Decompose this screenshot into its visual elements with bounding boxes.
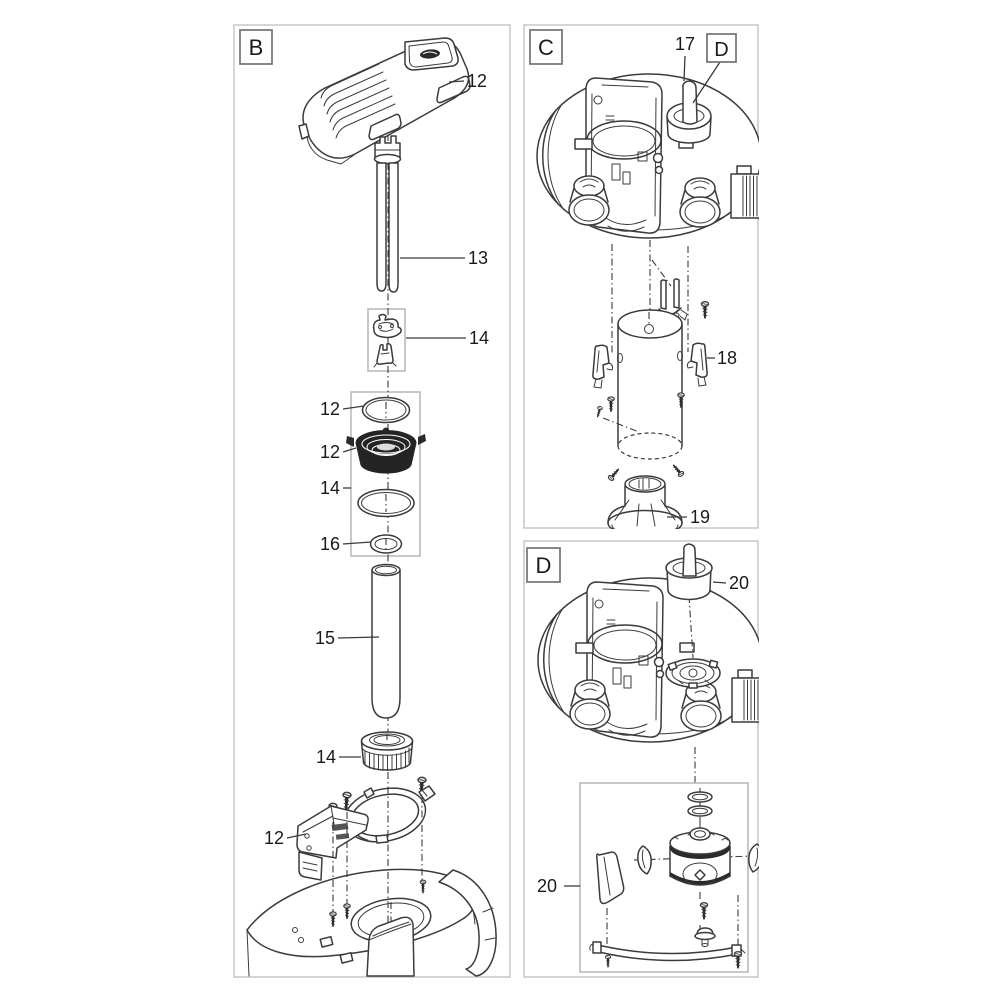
bayonet-ring-drawing xyxy=(346,427,426,474)
seal-rings-small xyxy=(687,791,713,817)
clamp-lug-right xyxy=(418,785,436,802)
callout-uv-lamp: 13 xyxy=(468,248,488,268)
rotor-knob-on-lid xyxy=(666,80,712,144)
retaining-clip-right xyxy=(686,342,708,387)
screw-axis-diagonal xyxy=(602,417,640,433)
callout-bayonet-ring: 12 xyxy=(320,442,340,462)
panel-d-label: D xyxy=(536,553,552,578)
rotor-seat-drawing xyxy=(665,658,721,689)
panel-c-callouts: 17 18 19 D xyxy=(667,33,737,527)
callout-large-o-ring: 14 xyxy=(320,478,340,498)
callout-rotary-knob: 20 xyxy=(729,573,749,593)
knob-axis-line xyxy=(688,595,694,659)
callout-handle-position: 17 xyxy=(675,34,695,54)
panel-b-label: B xyxy=(249,35,264,60)
panel-b-border xyxy=(233,24,511,978)
screw-axis-lines xyxy=(332,796,423,928)
callout-profile-seal: 16 xyxy=(320,534,340,554)
panel-c-label-box xyxy=(529,29,563,65)
uvc-cover-drawing xyxy=(298,37,471,165)
brand-logo-badge xyxy=(420,49,440,59)
rotary-knob-drawing xyxy=(665,543,713,601)
callout-union-nut: 14 xyxy=(316,747,336,767)
union-nut-drawing xyxy=(360,731,414,771)
retaining-clip-left xyxy=(592,344,614,389)
grommet-drawing xyxy=(694,927,716,947)
callout-quartz-tube: 15 xyxy=(315,628,335,648)
panel-d-drawing: 20 20 D xyxy=(523,540,759,978)
panel-d-label-box xyxy=(526,547,561,583)
outlet-spout-drawing xyxy=(366,916,415,977)
small-o-ring-drawing xyxy=(361,396,411,424)
callout-mounting-bracket: 12 xyxy=(264,828,284,848)
panel-b: 12 13 14 12 12 14 16 15 14 12 B xyxy=(233,24,511,978)
panel-c: 17 18 19 D C xyxy=(523,24,759,529)
cleaning-rotor-drawing xyxy=(637,819,759,886)
lamp-holder-clips-drawing xyxy=(372,313,402,368)
carry-handle-drawing xyxy=(438,869,497,977)
panel-b-callouts: 12 13 14 12 12 14 16 15 14 12 xyxy=(264,71,489,848)
filter-head-drawing xyxy=(246,868,476,977)
callout-flow-guide: 19 xyxy=(690,507,710,527)
quartz-tube-drawing xyxy=(371,563,401,719)
panel-c-drawing: 17 18 19 D C xyxy=(523,24,759,529)
callout-lamp-holder-clip: 14 xyxy=(469,328,489,348)
callout-cleaning-assembly: 20 xyxy=(537,876,557,896)
callout-retaining-clip: 18 xyxy=(717,348,737,368)
panel-d: 20 20 D xyxy=(523,540,759,978)
flow-guide-drawing xyxy=(607,475,683,529)
callout-small-o-ring: 12 xyxy=(320,399,340,419)
panel-b-drawing: 12 13 14 12 12 14 16 15 14 12 B xyxy=(233,24,511,978)
detail-ref-box xyxy=(706,33,737,63)
side-vane-drawing xyxy=(596,851,625,905)
panel-d-callouts: 20 20 xyxy=(537,573,749,896)
panel-b-label-box xyxy=(239,29,273,65)
panel-d-border xyxy=(523,540,759,978)
callout-cover: 12 xyxy=(467,71,487,91)
panel-c-label: C xyxy=(538,35,554,60)
lamp-cylinder-drawing xyxy=(617,309,683,460)
detail-ref-label: D xyxy=(714,39,728,61)
large-o-ring-drawing xyxy=(357,488,415,518)
uv-lamp-drawing xyxy=(373,135,402,293)
assembly-axis-lines xyxy=(611,240,689,354)
